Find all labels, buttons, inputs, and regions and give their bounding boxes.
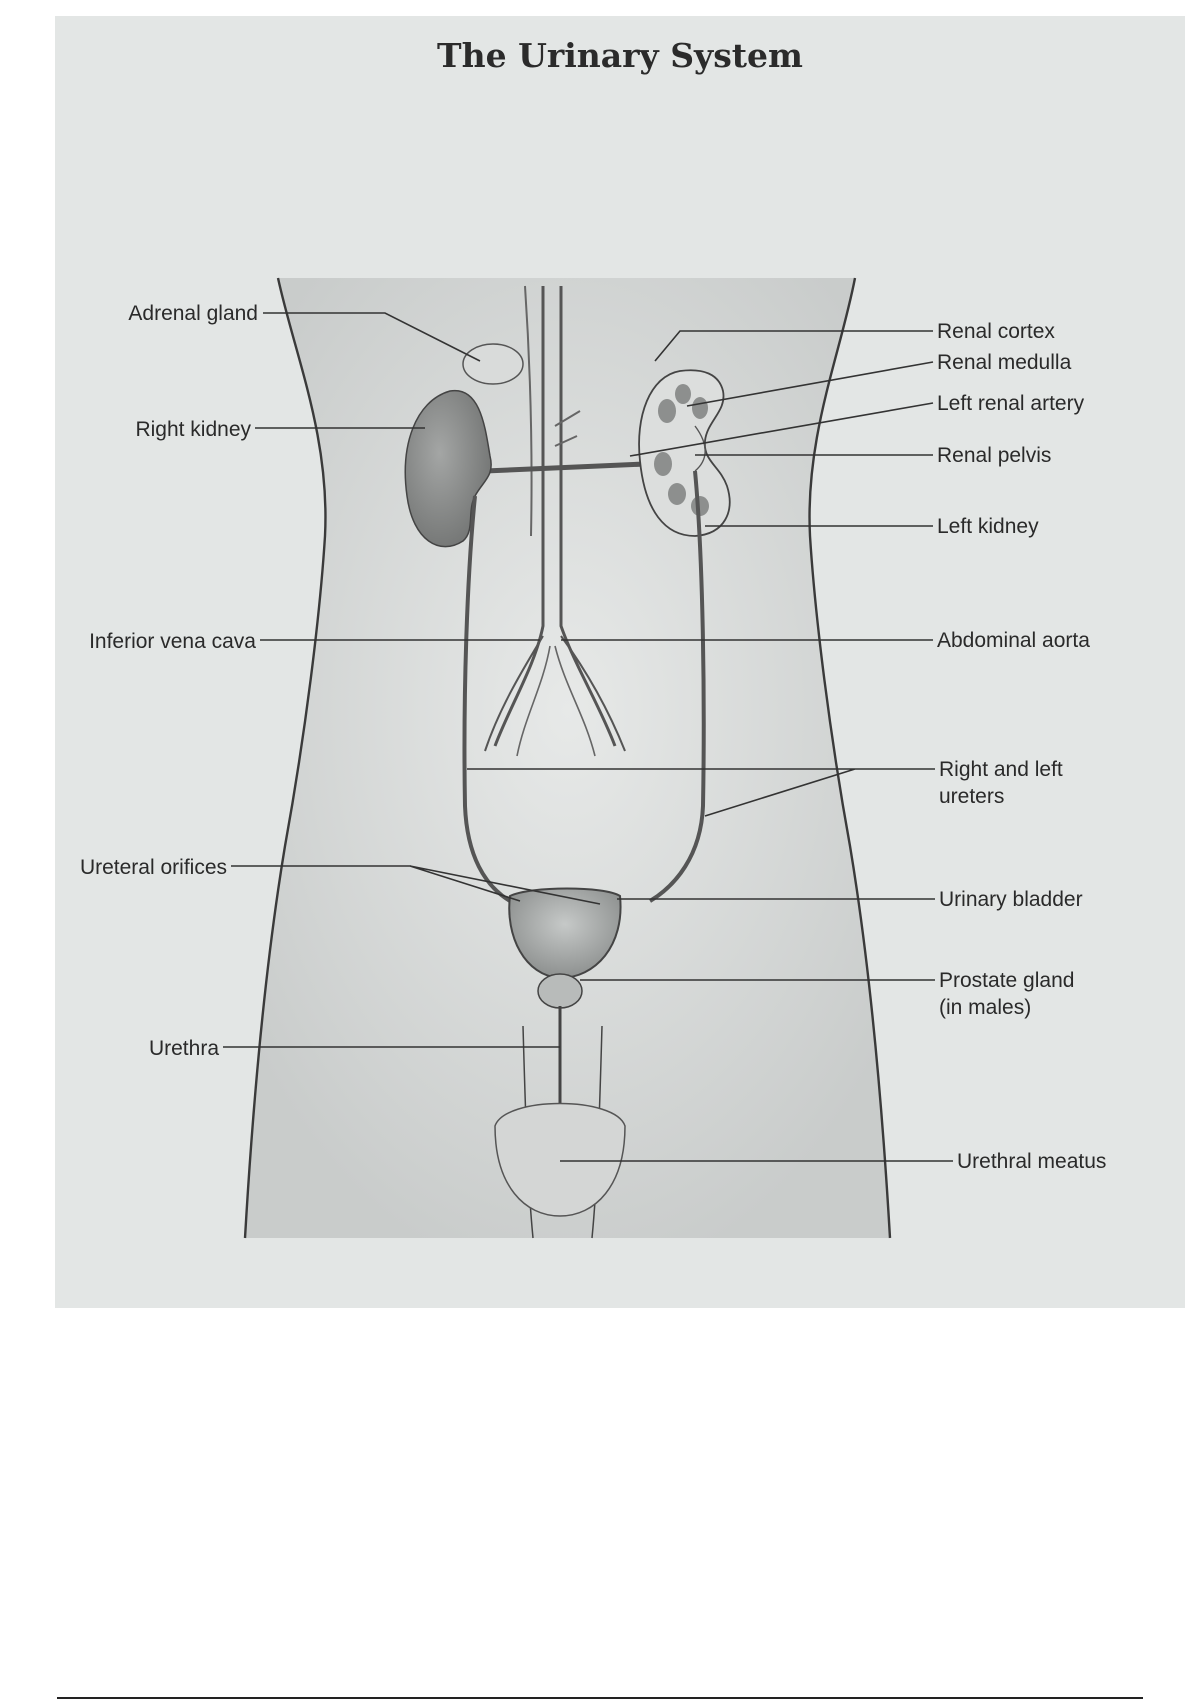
torso-silhouette [243,277,892,1239]
label-renal-medulla: Renal medulla [937,351,1072,374]
ureters-shape [462,470,706,903]
page-bottom-rule [57,1697,1143,1699]
label-ureteral-orifices: Ureteral orifices [80,856,227,879]
label-renal-pelvis: Renal pelvis [937,444,1051,467]
label-abdominal-aorta: Abdominal aorta [937,629,1090,652]
label-inferior-vena-cava: Inferior vena cava [89,630,256,653]
urethra-shape [494,1006,626,1217]
label-prostate-line2: (in males) [939,996,1031,1019]
label-prostate-line1: Prostate gland [939,969,1074,992]
urinary-system-illustration: Adrenal gland Right kidney Inferior vena… [80,277,1106,1239]
label-renal-cortex: Renal cortex [937,320,1055,343]
labels-right: Renal cortex Renal medulla Left renal ar… [937,320,1106,1173]
label-right-kidney: Right kidney [135,418,251,441]
leader-lines [223,312,953,1162]
label-left-kidney: Left kidney [937,515,1039,538]
labels-left: Adrenal gland Right kidney Inferior vena… [80,302,258,1060]
label-ureters-line2: ureters [939,785,1004,808]
label-left-renal-artery: Left renal artery [937,392,1085,415]
label-urethra: Urethra [149,1037,219,1060]
left-kidney-shape [638,369,731,537]
urinary-bladder-shape [508,887,622,980]
label-urinary-bladder: Urinary bladder [939,888,1083,911]
great-vessels [484,285,646,757]
diagram-figure: The Urinary System [55,16,1185,1308]
label-adrenal-gland: Adrenal gland [128,302,258,325]
label-ureters-line1: Right and left [939,758,1063,781]
label-urethral-meatus: Urethral meatus [957,1150,1106,1173]
prostate-gland-shape [537,973,583,1009]
diagram-title: The Urinary System [437,36,803,75]
right-kidney-shape [404,389,492,548]
adrenal-gland-shape [462,343,524,385]
